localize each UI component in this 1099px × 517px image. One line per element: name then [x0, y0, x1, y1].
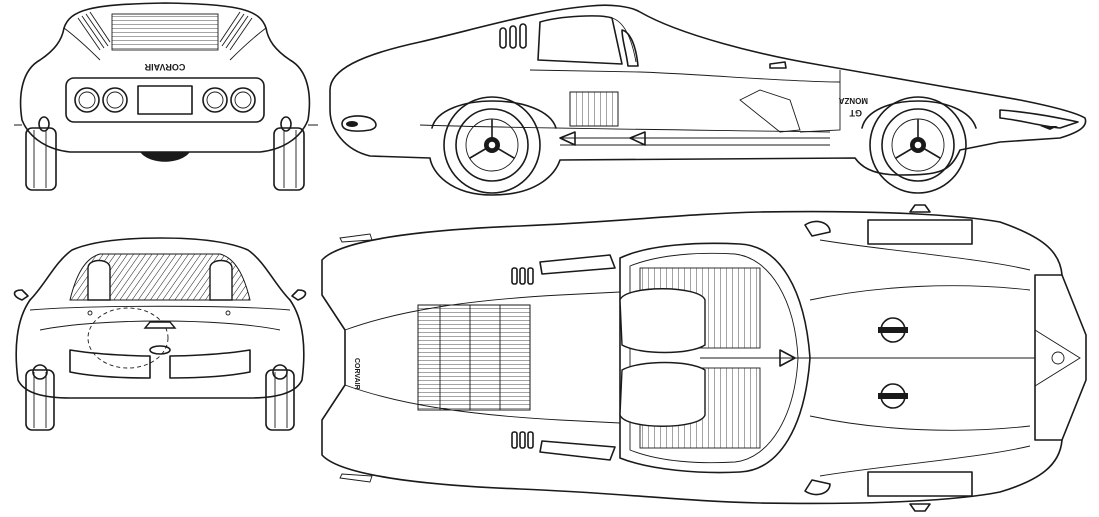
side-badge-gt: GT [849, 108, 862, 118]
side-view: MONZA GT [329, 4, 1087, 196]
front-right-headlight [272, 364, 288, 380]
side-badge-model: MONZA [838, 96, 868, 105]
rear-badge: CORVAIR [144, 62, 185, 72]
rear-view-right-wheel [273, 127, 305, 191]
top-louvers-lower [511, 431, 534, 449]
top-fuel-cap-lower [878, 383, 908, 409]
side-rear-wheel [443, 96, 541, 194]
rear-view-left-wheel [25, 127, 57, 191]
front-left-headlight [32, 364, 48, 380]
top-badge: CORVAIR [353, 358, 360, 390]
license-plate [137, 85, 193, 115]
rear-view-body [19, 2, 311, 153]
top-fuel-cap-upper [878, 317, 908, 343]
front-view [13, 237, 307, 431]
side-view-body [329, 4, 1087, 196]
side-roof-louvers [499, 23, 527, 49]
side-front-wheel [869, 96, 967, 194]
side-window [537, 15, 623, 65]
top-view: CORVAIR [321, 204, 1087, 512]
top-louvers-upper [511, 267, 534, 285]
front-view-body [15, 237, 305, 399]
rear-view: CORVAIR [14, 2, 318, 191]
rear-view-left-louvers [77, 11, 111, 51]
front-view-left-wheel [25, 369, 55, 431]
windshield [69, 253, 251, 301]
rear-lights [74, 87, 256, 113]
front-view-right-wheel [265, 369, 295, 431]
rear-view-right-louvers [219, 11, 253, 51]
